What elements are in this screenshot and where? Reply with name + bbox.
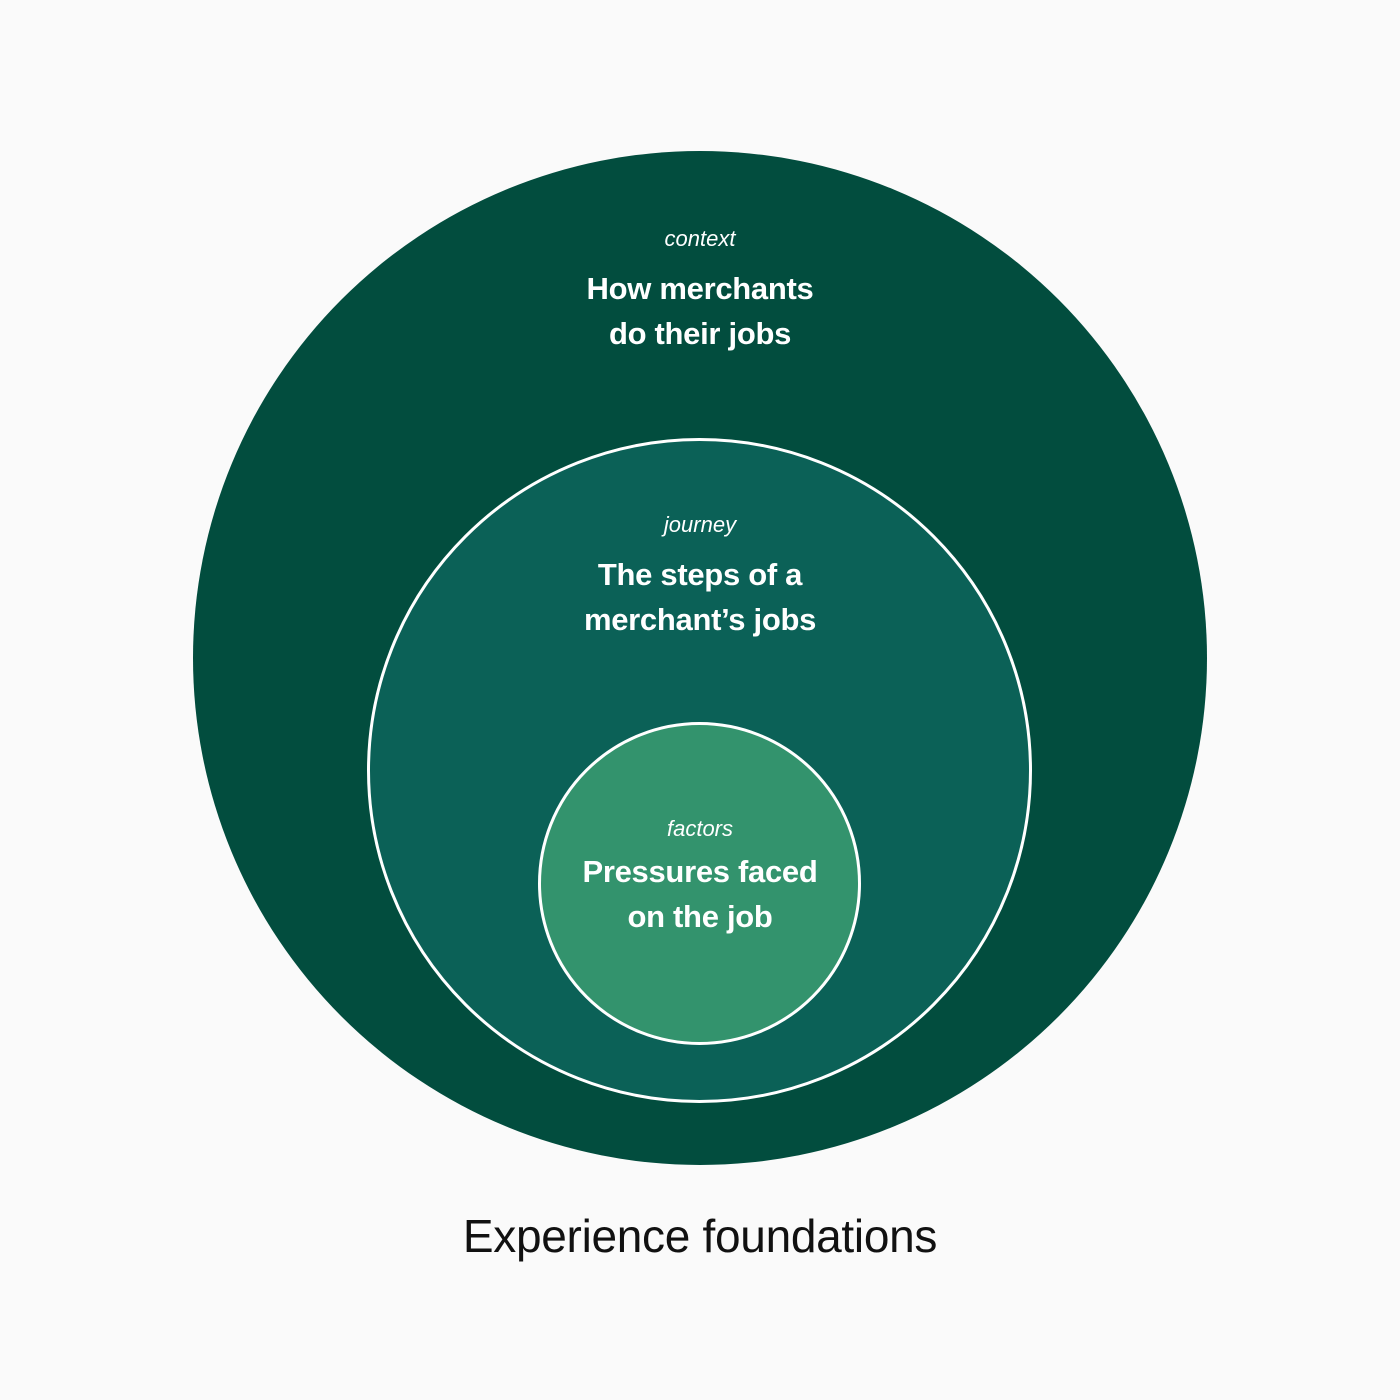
context-kicker: context: [664, 226, 736, 251]
context-heading: How merchants do their jobs: [0, 266, 1400, 356]
journey-heading-line2: merchant’s jobs: [583, 602, 817, 637]
journey-heading: The steps of a merchant’s jobs: [0, 552, 1400, 642]
factors-heading: Pressures faced on the job: [0, 849, 1400, 939]
context-heading-line1: How merchants: [586, 271, 814, 306]
context-label: context How merchants do their jobs: [0, 226, 1400, 356]
factors-kicker: factors: [666, 816, 734, 841]
factors-heading-line1: Pressures faced: [582, 854, 818, 889]
factors-heading-line2: on the job: [627, 899, 773, 934]
journey-kicker: journey: [663, 512, 737, 537]
factors-label: factors Pressures faced on the job: [0, 816, 1400, 939]
journey-label: journey The steps of a merchant’s jobs: [0, 512, 1400, 642]
factors-circle: [538, 722, 861, 1045]
diagram-caption: Experience foundations: [462, 1210, 938, 1262]
context-heading-line2: do their jobs: [608, 316, 792, 351]
journey-heading-line1: The steps of a: [597, 557, 803, 592]
